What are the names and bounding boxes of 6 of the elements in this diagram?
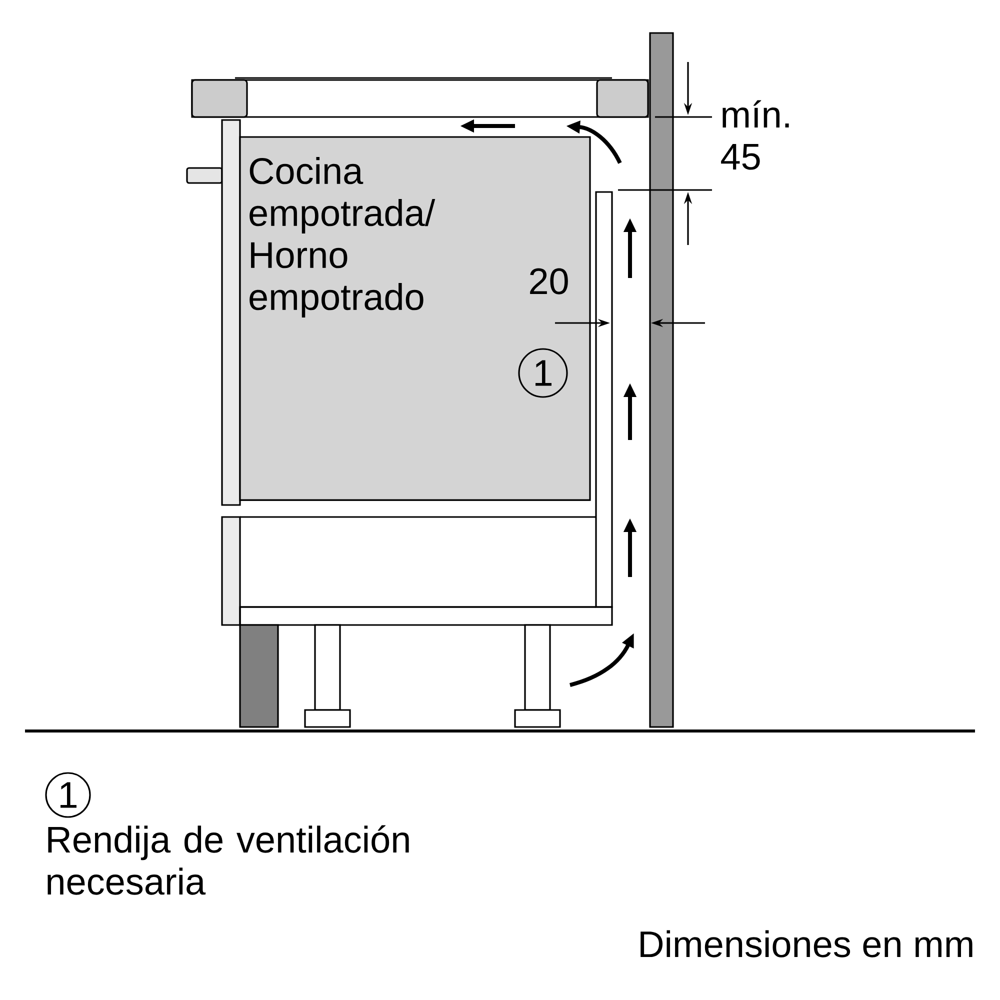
dimension-label: 20	[530, 268, 568, 294]
units-note: Dimensiones en mm	[640, 930, 972, 958]
callout-number: 1	[518, 348, 568, 398]
callout-number: 1	[45, 772, 91, 818]
dimension-label: mín. 45	[721, 100, 789, 170]
note-text: Rendija de ventilación necesaria	[48, 825, 409, 895]
